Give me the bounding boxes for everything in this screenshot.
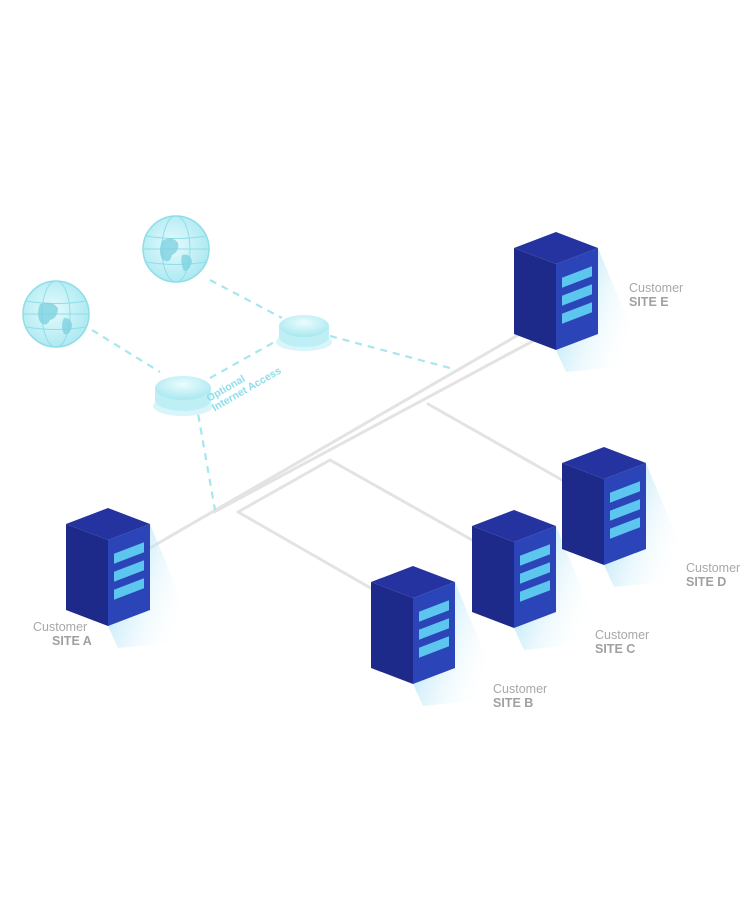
server-drive-slot (610, 517, 640, 539)
server-drive-slot (562, 302, 592, 324)
site-label-line1: Customer (493, 682, 548, 696)
server-icon (66, 508, 198, 648)
server-drive-slot (562, 284, 592, 306)
site-label-a: Customer SITE A (33, 620, 92, 648)
server-top-face (514, 232, 598, 264)
server-drive-slot (610, 499, 640, 521)
server-top-face (562, 447, 646, 479)
server-icon (562, 447, 694, 587)
site-label-line1: Customer (595, 628, 650, 642)
dashed-globe1-node1 (91, 329, 161, 373)
internet-links (91, 279, 451, 511)
server-left-face (66, 524, 108, 626)
link-branch-rise (236, 458, 332, 514)
server-top-face (66, 508, 150, 540)
server-drive-slot (562, 266, 592, 288)
site-label-d: Customer SITE D (686, 561, 740, 589)
servers (66, 232, 694, 706)
server-drive-slot (520, 580, 550, 602)
server-drive-slot (419, 636, 449, 658)
server-left-face (371, 582, 413, 684)
site-label-line1: Customer (33, 620, 88, 634)
server-left-face (562, 463, 604, 565)
globe-icon (142, 215, 210, 283)
server-left-face (514, 248, 556, 350)
server-drive-slot (520, 562, 550, 584)
link-backbone-lower (212, 332, 548, 514)
site-label-line1: Customer (629, 281, 684, 295)
server-drive-slot (114, 542, 144, 564)
dashed-node1-backbone (194, 401, 217, 511)
link-to-site-c (328, 458, 474, 542)
router-node-icon (276, 315, 332, 351)
dashed-node2-backbone (329, 334, 451, 370)
server-drive-slot (419, 618, 449, 640)
site-label-line2: SITE D (686, 575, 727, 589)
site-label-c: Customer SITE C (595, 628, 649, 656)
network-links (148, 325, 564, 592)
server-drive-slot (419, 600, 449, 622)
link-to-site-b (236, 510, 376, 592)
site-label-line2: SITE B (493, 696, 534, 710)
site-label-e: Customer SITE E (629, 281, 683, 309)
server-drive-slot (520, 544, 550, 566)
site-label-line1: Customer (686, 561, 741, 575)
site-label-b: Customer SITE B (493, 682, 547, 710)
server-drive-slot (114, 578, 144, 600)
server-icon (514, 232, 646, 372)
server-icon (371, 566, 503, 706)
server-left-face (472, 526, 514, 628)
link-backbone-upper (148, 325, 534, 550)
server-top-face (371, 566, 455, 598)
server-icon (472, 510, 604, 650)
router-node-icon (153, 376, 213, 416)
link-to-site-d (426, 402, 564, 482)
site-label-line2: SITE E (629, 295, 669, 309)
site-label-line2: SITE C (595, 642, 636, 656)
server-drive-slot (114, 560, 144, 582)
site-label-line2: SITE A (52, 634, 92, 648)
globe-icon (22, 280, 90, 348)
dashed-globe2-node2 (209, 279, 283, 319)
server-drive-slot (610, 481, 640, 503)
server-top-face (472, 510, 556, 542)
